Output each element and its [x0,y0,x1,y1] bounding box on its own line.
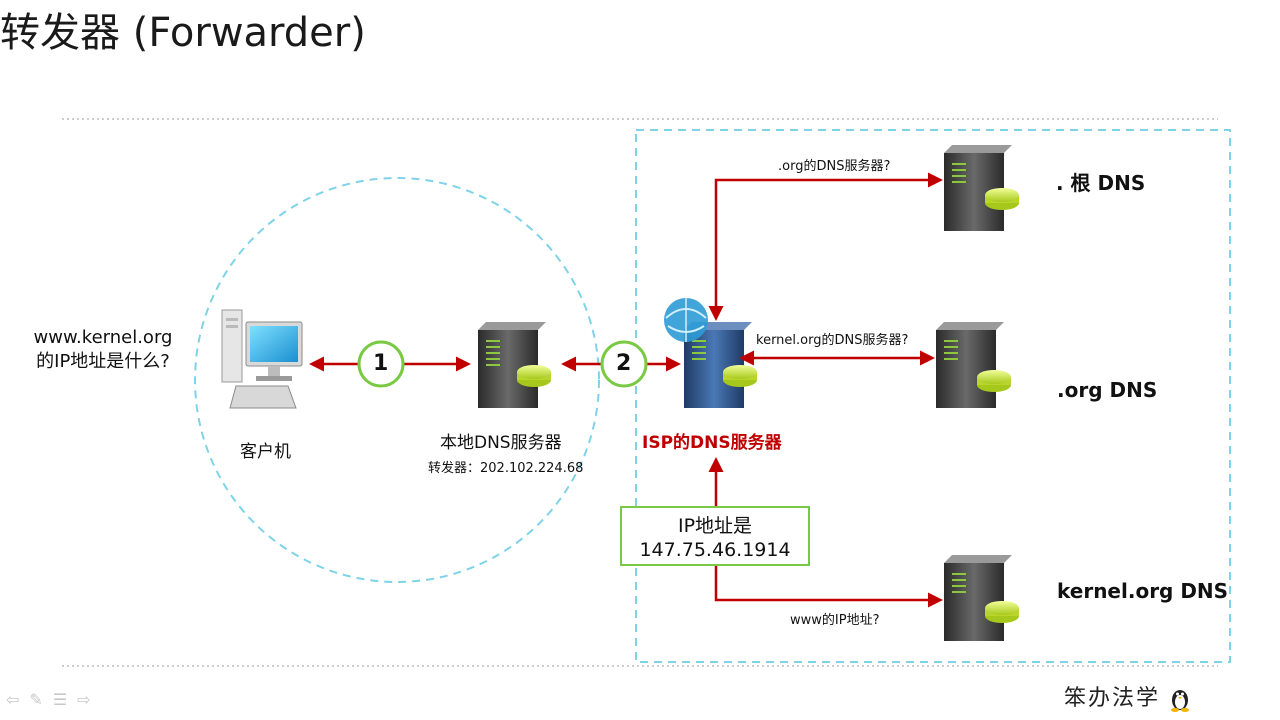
client-question-line1: www.kernel.org [33,327,173,348]
penguin-icon [1171,690,1190,712]
org-dns-server-icon [936,322,1011,408]
internet-dns-boundary [635,129,1231,663]
answer-box: IP地址是 147.75.46.1914 [620,506,810,566]
kernel-dns-label: kernel.org DNS [1057,579,1229,603]
local-network-boundary [194,177,600,583]
local-dns-server-icon [478,322,551,408]
pen-icon[interactable]: ✎ [29,690,53,709]
root-dns-server-icon [944,145,1019,231]
step-2-circle [600,340,648,388]
org-dns-label: .org DNS [1057,378,1158,402]
query-org: kernel.org的DNS服务器? [756,333,909,348]
query-kernel: www的IP地址? [790,613,880,628]
back-arrow-icon[interactable]: ⇦ [6,690,30,709]
watermark: 笨办法学 [1064,680,1191,712]
step-2-label: 2 [616,351,632,376]
answer-line2: 147.75.46.1914 [639,539,791,561]
client-question-line2: 的IP地址是什么? [36,351,170,372]
slide-nav-controls: ⇦✎☰⇨ [6,690,101,709]
forward-arrow-icon[interactable]: ⇨ [77,690,101,709]
local-dns-label: 本地DNS服务器 [440,433,562,453]
kernel-dns-server-icon [944,555,1019,641]
client-computer-icon [221,309,303,409]
query-root: .org的DNS服务器? [778,159,891,174]
step-1-label: 1 [373,351,389,376]
client-label: 客户机 [240,442,291,462]
step-1-circle [357,340,405,388]
arrow-isp-root [708,172,943,321]
isp-dns-server-icon [664,298,757,408]
isp-dns-label: ISP的DNS服务器 [642,433,782,453]
watermark-text: 笨办法学 [1064,686,1161,711]
slide-title: 转发器 (Forwarder) [0,10,366,56]
forwarder-address: 转发器：202.102.224.68 [428,461,584,476]
answer-line1: IP地址是 [677,515,753,537]
root-dns-label: . 根 DNS [1056,171,1146,195]
client-question: www.kernel.org 的IP地址是什么? [18,326,188,374]
menu-icon[interactable]: ☰ [52,690,78,709]
